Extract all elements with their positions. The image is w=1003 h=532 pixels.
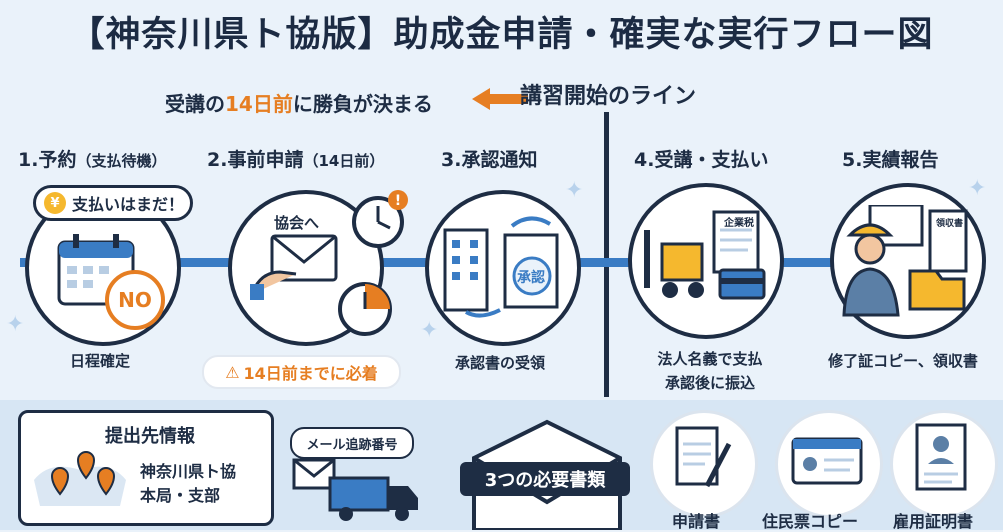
step-1-title: 1.予約（支払待機） <box>18 149 167 171</box>
mail-truck-icon <box>292 458 418 521</box>
deadline-note: 受講の14日前に勝負が決まる <box>165 88 433 117</box>
deadline-arrow-icon <box>472 88 528 110</box>
step-3-title: 3.承認通知 <box>441 149 538 171</box>
clock-icon <box>338 282 392 336</box>
page-title: 【神奈川県ト協版】助成金申請・確実な実行フロー図 <box>69 15 934 55</box>
receipt-doc-label: 領収書 <box>936 219 964 229</box>
employment-cert-icon <box>915 423 967 491</box>
mail-tracking-tag: メール追跡番号 <box>290 427 414 459</box>
approval-stamp: 承認 <box>517 270 545 286</box>
step-2-inner-label: 協会へ <box>274 214 320 232</box>
course-start-divider <box>604 112 609 397</box>
application-form-icon <box>675 426 732 488</box>
deadline-warning: ⚠ 14日前までに必着 <box>202 355 401 389</box>
forklift-payment-icon <box>644 210 766 300</box>
sparkle-icon: ✦ <box>968 176 987 201</box>
step-4-title: 4.受講・支払い <box>634 149 769 171</box>
payment-bubble: ¥ 支払いはまだ！ <box>33 185 193 221</box>
step-2-title: 2.事前申請（14日前） <box>207 149 385 171</box>
step-4-caption-1: 法人名義で支払 <box>657 350 763 368</box>
map-pins-icon <box>34 451 126 506</box>
doc-label-resident: 住民票コピー <box>762 512 859 531</box>
sparkle-icon: ✦ <box>6 312 25 337</box>
clock-alert-icon: ! <box>352 190 408 248</box>
documents-banner: 3つの必要書類 <box>460 462 630 496</box>
step-5-title: 5.実績報告 <box>842 149 939 171</box>
envelope-hand-icon <box>250 234 338 300</box>
receipt-label: 企業税 <box>724 218 754 229</box>
resident-card-icon <box>791 437 863 485</box>
step-3-caption: 承認書の受領 <box>454 354 545 372</box>
step-4-caption-2: 承認後に振込 <box>664 374 755 392</box>
building-approval-icon <box>443 216 559 318</box>
svg-text:!: ! <box>395 193 401 209</box>
step-5-caption: 修了証コピー、領収書 <box>828 352 978 370</box>
deadline-prefix: 受講の <box>165 92 225 116</box>
doc-label-application: 申請書 <box>672 512 721 531</box>
warning-icon: ⚠ <box>225 362 240 382</box>
course-start-line-label: 講習開始のライン <box>520 84 697 109</box>
submission-heading: 提出先情報 <box>105 426 195 447</box>
no-payment-badge: NO <box>105 270 165 330</box>
worker-report-icon <box>842 205 968 317</box>
submission-line-1: 神奈川県ト協 <box>140 462 237 481</box>
deadline-suffix: に勝負が決まる <box>292 92 433 116</box>
yen-icon: ¥ <box>44 192 66 214</box>
payment-bubble-text: 支払いはまだ！ <box>72 195 185 214</box>
warning-text: 14日前までに必着 <box>243 364 378 383</box>
doc-label-employment: 雇用証明書 <box>893 512 974 531</box>
calendar-icon <box>57 234 135 306</box>
sparkle-icon: ✦ <box>565 178 584 203</box>
submission-info-box <box>18 410 274 526</box>
submission-line-2: 本局・支部 <box>140 486 221 505</box>
sparkle-icon: ✦ <box>420 318 439 343</box>
deadline-highlight: 14日前 <box>225 92 293 116</box>
step-1-caption: 日程確定 <box>69 352 130 370</box>
